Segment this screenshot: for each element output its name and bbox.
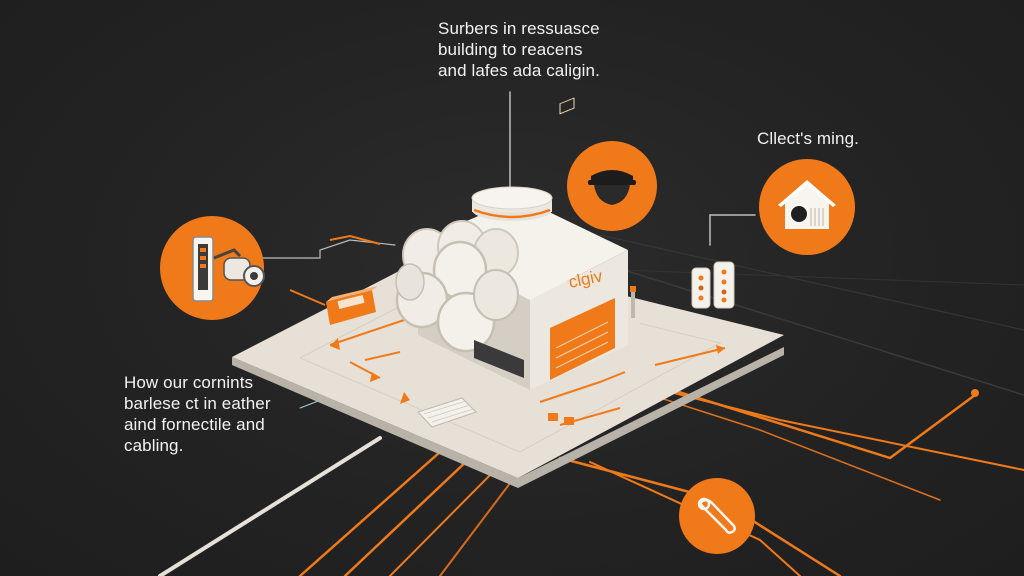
- arrow-marker: [330, 338, 340, 350]
- chip: [548, 413, 558, 421]
- orange-cable: [389, 464, 501, 576]
- sensor-pole: [631, 290, 635, 320]
- control-panel: [550, 298, 615, 380]
- arrow-marker: [716, 345, 725, 354]
- platform-trace: [329, 317, 411, 346]
- platform-trace: [654, 347, 726, 366]
- router-box-top: [326, 286, 378, 302]
- router-label: [337, 294, 365, 310]
- security-camera-icon: [192, 236, 265, 302]
- caption-left: How our cornints barlese ct in eather ai…: [124, 373, 271, 455]
- sensor-tip: [630, 286, 636, 292]
- remote-controls: [691, 261, 735, 309]
- platform-trace: [289, 289, 326, 306]
- house-icon: [778, 180, 836, 229]
- platform-trace: [539, 371, 626, 403]
- arrow-marker: [370, 372, 380, 382]
- caption-right: Cllect's ming.: [757, 129, 859, 148]
- platform-trace: [364, 351, 401, 361]
- orange-cable: [589, 461, 801, 576]
- chip: [564, 417, 574, 425]
- floor-line: [559, 249, 1024, 396]
- leader-line: [239, 239, 396, 259]
- cylinder-stack: [395, 220, 519, 353]
- guard-cap-callout[interactable]: [567, 141, 657, 231]
- dome-stripe: [473, 208, 551, 219]
- building-opening: [474, 340, 524, 378]
- caption-top: Surbers in ressuasce building to reacens…: [438, 19, 600, 80]
- wrench-icon: [697, 497, 736, 534]
- white-cable: [158, 436, 382, 576]
- wrench-callout[interactable]: [679, 478, 755, 554]
- floor-line: [599, 234, 1024, 331]
- orange-cable: [439, 469, 521, 576]
- cable-node: [971, 389, 979, 397]
- platform-trace: [329, 234, 381, 245]
- orange-cable: [298, 450, 442, 576]
- arrow-marker: [400, 392, 410, 404]
- leader-line: [709, 214, 756, 246]
- guard-cap-icon: [588, 170, 636, 205]
- sensor-base: [628, 318, 640, 328]
- orange-cable: [619, 384, 941, 501]
- camera-device-callout[interactable]: [160, 216, 265, 320]
- dome-top: [471, 186, 553, 210]
- house-callout[interactable]: [759, 159, 855, 255]
- floor-line: [619, 269, 1024, 286]
- orange-cable: [343, 456, 472, 576]
